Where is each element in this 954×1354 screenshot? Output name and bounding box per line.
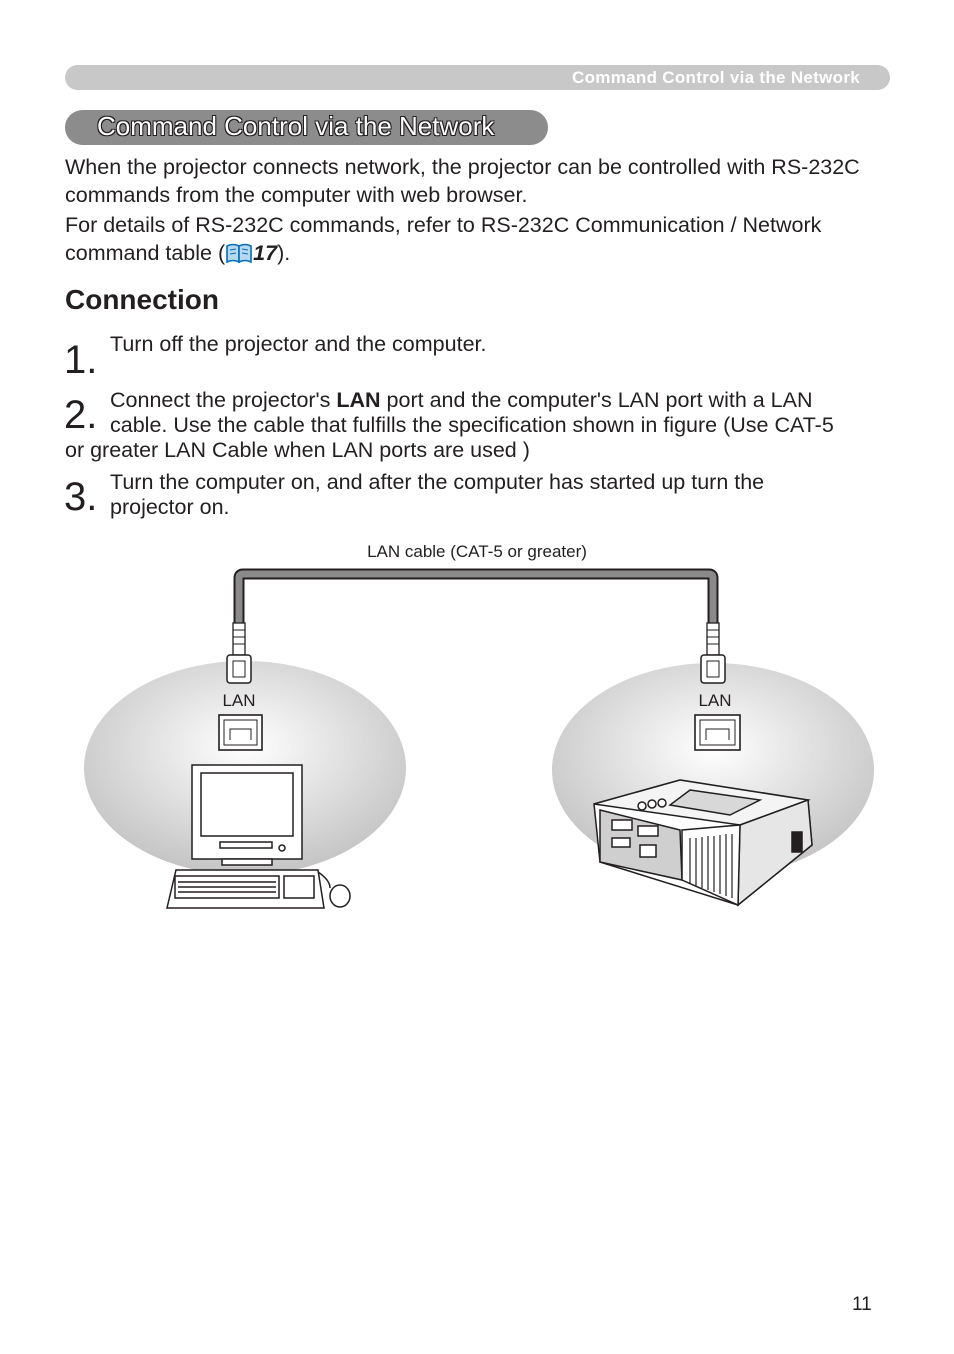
- step-3-line-1: Turn the computer on, and after the comp…: [110, 470, 765, 494]
- computer-icon: [166, 764, 351, 909]
- section-title-pill: Command Control via the Network: [65, 110, 548, 145]
- lan-port-icon: [694, 714, 741, 751]
- step-2-line-2: cable. Use the cable that fulfills the s…: [110, 413, 834, 437]
- intro-p2-end: ).: [277, 241, 291, 265]
- step-2-line-3: or greater LAN Cable when LAN ports are …: [65, 438, 530, 462]
- step-2-number: 2.: [64, 393, 98, 437]
- step-2-text-after: port and the computer's LAN port with a …: [380, 388, 813, 412]
- left-port-label: LAN: [222, 691, 255, 710]
- page-reference[interactable]: 17: [253, 241, 278, 265]
- right-port-label: LAN: [698, 691, 731, 710]
- step-1-number: 1.: [64, 338, 98, 382]
- rj45-connector-icon: [700, 622, 726, 684]
- step-2-text-before: Connect the projector's: [110, 388, 337, 412]
- projector-icon: [593, 779, 813, 907]
- step-2-line-1: Connect the projector's LAN port and the…: [110, 388, 890, 413]
- intro-paragraph-2: For details of RS-232C commands, refer t…: [65, 211, 865, 267]
- lan-bold-label: LAN: [336, 388, 381, 412]
- intro-paragraph-1: When the projector connects network, the…: [65, 155, 860, 207]
- header-bar: Command Control via the Network: [65, 65, 890, 90]
- lan-cable: [233, 568, 719, 625]
- connection-heading: Connection: [65, 284, 219, 315]
- step-1-text: Turn off the projector and the computer.: [110, 332, 487, 356]
- connection-diagram: LAN cable (CAT-5 or greater) LAN LAN: [84, 542, 874, 909]
- header-title: Command Control via the Network: [572, 68, 860, 87]
- step-3-number: 3.: [64, 475, 98, 519]
- book-icon: [226, 243, 252, 263]
- page-number: 11: [852, 1294, 872, 1315]
- lan-port-icon: [218, 714, 263, 751]
- cable-label: LAN cable (CAT-5 or greater): [367, 542, 587, 561]
- step-3-line-2: projector on.: [110, 495, 230, 519]
- intro-p2-text: For details of RS-232C commands, refer t…: [65, 213, 822, 265]
- section-title: Command Control via the Network: [97, 111, 495, 141]
- rj45-connector-icon: [226, 622, 252, 684]
